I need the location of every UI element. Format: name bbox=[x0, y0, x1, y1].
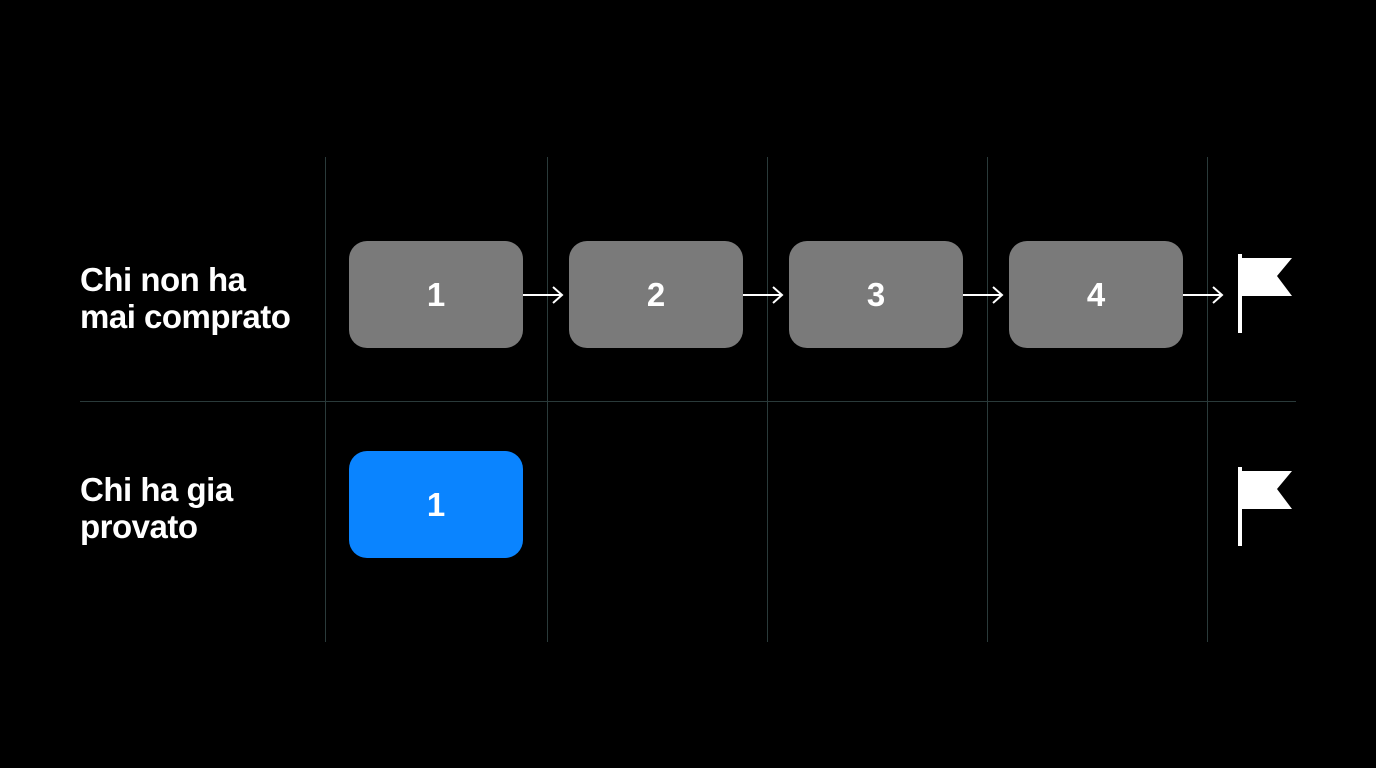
grid-column-divider bbox=[547, 157, 548, 642]
flag-icon bbox=[1238, 254, 1292, 333]
grid-column-divider bbox=[767, 157, 768, 642]
step-number: 4 bbox=[1086, 275, 1106, 313]
grid-column-divider bbox=[325, 157, 326, 642]
row1-step-4: 4 bbox=[1009, 241, 1183, 348]
step-number: 2 bbox=[646, 275, 666, 313]
row-label-already-tried: Chi ha gia provato bbox=[80, 471, 233, 545]
step-number: 1 bbox=[426, 275, 446, 313]
arrow-right-icon bbox=[743, 286, 784, 304]
arrow-right-icon bbox=[963, 286, 1004, 304]
arrow-right-icon bbox=[523, 286, 564, 304]
row1-step-3: 3 bbox=[789, 241, 963, 348]
arrow-right-icon bbox=[1183, 286, 1224, 304]
flag-icon bbox=[1238, 467, 1292, 546]
grid-column-divider bbox=[1207, 157, 1208, 642]
row1-step-2: 2 bbox=[569, 241, 743, 348]
row-label-never-purchased: Chi non ha mai comprato bbox=[80, 261, 291, 335]
row1-step-1: 1 bbox=[349, 241, 523, 348]
grid-row-divider bbox=[80, 401, 1296, 402]
step-number: 1 bbox=[426, 485, 446, 523]
row2-step-1: 1 bbox=[349, 451, 523, 558]
step-number: 3 bbox=[866, 275, 886, 313]
grid-column-divider bbox=[987, 157, 988, 642]
